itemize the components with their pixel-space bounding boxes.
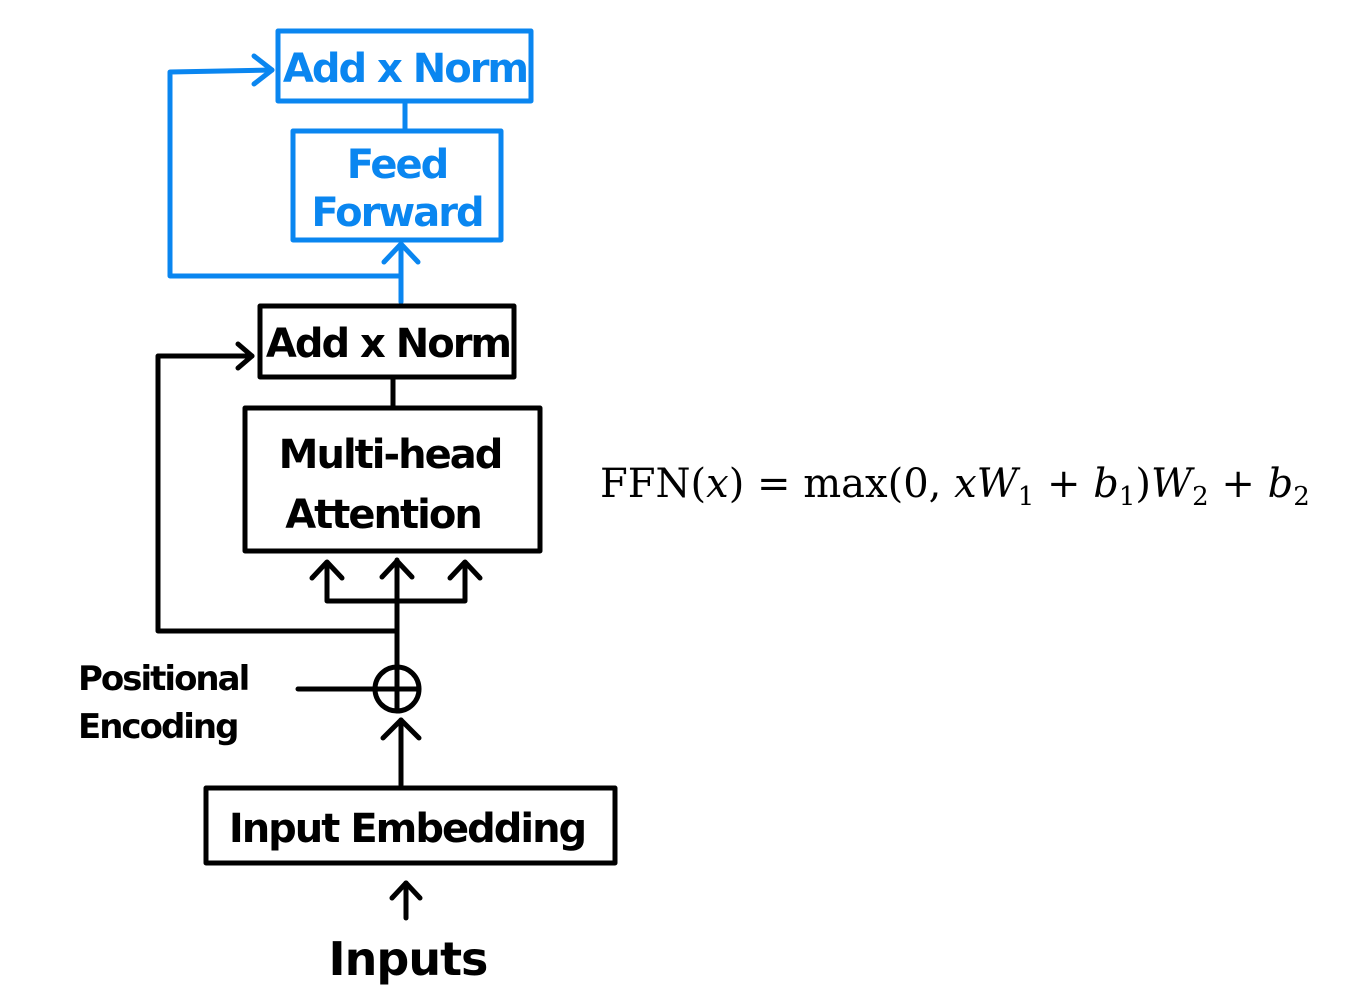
feed-forward-label-line2: Forward (311, 190, 482, 236)
formula-max-open: (0, (888, 461, 954, 507)
ff-residual-arrowhead (251, 53, 275, 87)
formula-paren: ) (729, 461, 745, 507)
formula-equals: = (744, 461, 803, 507)
formula-plus: + (1034, 461, 1093, 507)
multihead-label-line2: Attention (285, 492, 481, 538)
inputs-arrowhead (389, 880, 423, 901)
add-norm-top-label: Add x Norm (283, 46, 527, 92)
attention-text: Add x Norm Multi-head Attention Input Em… (229, 321, 587, 986)
attention-residual-line (155, 353, 400, 634)
multihead-label-line1: Multi-head (279, 432, 502, 478)
attention-sublayer (155, 303, 618, 921)
formula-paren: ( (691, 461, 707, 507)
ff-input-arrowhead (381, 241, 421, 265)
formula-max: max (803, 461, 888, 507)
positional-encoding-text: Positional Encoding (78, 659, 250, 747)
positional-label-line2: Encoding (78, 707, 237, 747)
formula-sub: 2 (1293, 482, 1310, 512)
ff-residual-line (167, 67, 404, 279)
formula-b1: b (1093, 461, 1119, 507)
embedding-to-add-arrowhead (380, 717, 422, 741)
feed-forward-sublayer (167, 28, 534, 305)
feed-forward-box (290, 128, 504, 243)
formula-sub: 1 (1018, 482, 1035, 512)
query-arrowhead (309, 559, 345, 581)
formula-sub: 2 (1192, 482, 1209, 512)
formula-x: x (954, 461, 977, 507)
add-norm-bottom-label: Add x Norm (266, 321, 510, 367)
input-embedding-box (203, 785, 618, 866)
key-arrowhead (379, 558, 415, 580)
attention-residual-arrowhead (235, 341, 255, 371)
value-arrowhead (447, 559, 483, 581)
formula-b2: b (1268, 461, 1294, 507)
formula-ffn: FFN (600, 461, 691, 507)
formula-plus: + (1209, 461, 1268, 507)
positional-label-line1: Positional (78, 659, 248, 699)
add-norm-bottom-box (257, 303, 517, 380)
input-embedding-label: Input Embedding (229, 806, 585, 852)
qkv-branch-line (324, 562, 468, 604)
formula-x: x (706, 461, 729, 507)
inputs-label: Inputs (329, 932, 488, 986)
formula-w2: W (1151, 461, 1195, 507)
formula-w1: W (977, 461, 1021, 507)
formula-sub: 1 (1119, 482, 1136, 512)
feed-forward-text: Add x Norm Feed Forward (283, 46, 529, 236)
formula-paren: ) (1135, 461, 1151, 507)
ffn-formula: FFN(x) = max(0, xW1 + b1)W2 + b2 (600, 461, 1310, 512)
feed-forward-label-line1: Feed (347, 142, 448, 188)
